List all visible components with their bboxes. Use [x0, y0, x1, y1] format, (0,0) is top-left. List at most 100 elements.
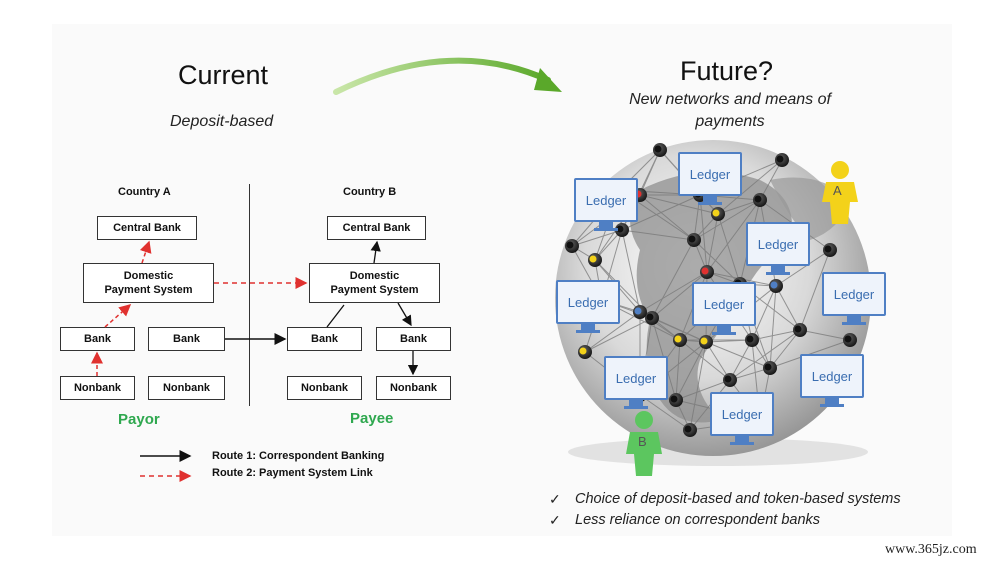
network-link [729, 339, 753, 381]
ledger-base [712, 332, 736, 335]
ledger-base [730, 442, 754, 445]
network-link [693, 239, 741, 285]
legend-route1-label: Route 1: Correspondent Banking [212, 450, 385, 462]
network-node-highlight [724, 375, 732, 383]
network-node-highlight [589, 255, 597, 263]
network-node-highlight [824, 245, 832, 253]
network-link [705, 341, 731, 381]
network-link [639, 394, 691, 431]
network-link [705, 341, 771, 369]
country-b-bank-left: Bank [287, 327, 362, 351]
network-link [679, 339, 731, 381]
network-link [584, 317, 653, 353]
network-link [639, 194, 695, 241]
network-node-highlight [566, 241, 574, 249]
network-link [751, 285, 777, 341]
bullet-item: Choice of deposit-based and token-based … [575, 491, 901, 507]
ledger-stand [581, 324, 595, 330]
payor-label: Payor [118, 411, 160, 428]
ledger-monitor: Ledger [822, 272, 886, 316]
ledger-monitor: Ledger [556, 280, 620, 324]
network-node-highlight [770, 281, 778, 289]
network-link [769, 329, 801, 369]
network-link [769, 285, 777, 369]
network-link [799, 329, 851, 341]
ledger-stand [703, 196, 717, 202]
network-node-highlight [794, 325, 802, 333]
network-link [693, 199, 761, 241]
network-node-highlight [712, 209, 720, 217]
network-node-highlight [746, 335, 754, 343]
country-a-bank-left: Bank [60, 327, 135, 351]
country-b-domestic-payment-system: Domestic Payment System [309, 263, 440, 303]
country-a-central-bank: Central Bank [97, 216, 197, 240]
network-node-highlight [701, 267, 709, 275]
current-title: Current [178, 60, 269, 90]
ledger-base [624, 406, 648, 409]
network-link [621, 194, 701, 231]
network-node-highlight [688, 235, 696, 243]
network-link [689, 341, 707, 431]
network-link [651, 239, 695, 319]
ledger-monitor: Ledger [574, 178, 638, 222]
person-b-icon [626, 411, 662, 476]
legend-route2-label: Route 2: Payment System Link [212, 467, 373, 479]
future-subtitle: New networks and means of payments [629, 91, 831, 130]
network-link [571, 229, 623, 247]
network-node-highlight [700, 337, 708, 345]
payee-label: Payee [350, 410, 394, 427]
future-title: Future? [680, 56, 774, 86]
ledger-stand [717, 326, 731, 332]
ledger-base [842, 322, 866, 325]
network-link [675, 341, 707, 401]
network-link [717, 159, 783, 215]
person-a-icon [822, 161, 858, 224]
ledger-base [766, 272, 790, 275]
country-a-nonbank-right: Nonbank [148, 376, 225, 400]
network-node-highlight [646, 313, 654, 321]
country-b-label: Country B [343, 186, 397, 198]
ledger-stand [735, 436, 749, 442]
network-node-highlight [754, 195, 762, 203]
current-subtitle: Deposit-based [170, 113, 274, 130]
network-link [651, 271, 708, 319]
network-link [705, 339, 753, 343]
network-link [706, 213, 719, 273]
network-link [639, 271, 708, 313]
watermark: www.365jz.com [885, 542, 977, 557]
network-node-highlight [674, 335, 682, 343]
country-a-label: Country A [118, 186, 171, 198]
network-link [621, 229, 695, 241]
network-link [584, 311, 641, 353]
network-node-highlight [579, 347, 587, 355]
ledger-monitor: Ledger [800, 354, 864, 398]
network-link [706, 199, 761, 273]
country-a-domestic-payment-system: Domestic Payment System [83, 263, 214, 303]
network-link [751, 329, 801, 341]
network-node-highlight [670, 395, 678, 403]
ledger-stand [825, 398, 839, 404]
network-link [775, 285, 801, 331]
network-link [675, 379, 731, 401]
ledger-base [820, 404, 844, 407]
ledger-monitor: Ledger [678, 152, 742, 196]
ledger-base [698, 202, 722, 205]
network-link [621, 229, 641, 313]
ledger-monitor: Ledger [692, 282, 756, 326]
bullet-item: Less reliance on correspondent banks [575, 512, 821, 528]
ledger-monitor: Ledger [710, 392, 774, 436]
country-b-nonbank-right: Nonbank [376, 376, 451, 400]
network-link [799, 249, 831, 331]
network-node-highlight [654, 145, 662, 153]
country-divider [249, 184, 250, 406]
network-node-highlight [684, 425, 692, 433]
network-node-highlight [844, 335, 852, 343]
bullet-check-icon: ✓ [549, 512, 561, 528]
network-link [717, 213, 741, 285]
country-a-nonbank-left: Nonbank [60, 376, 135, 400]
network-node-highlight [776, 155, 784, 163]
network-link [699, 194, 708, 273]
network-link [775, 249, 831, 287]
